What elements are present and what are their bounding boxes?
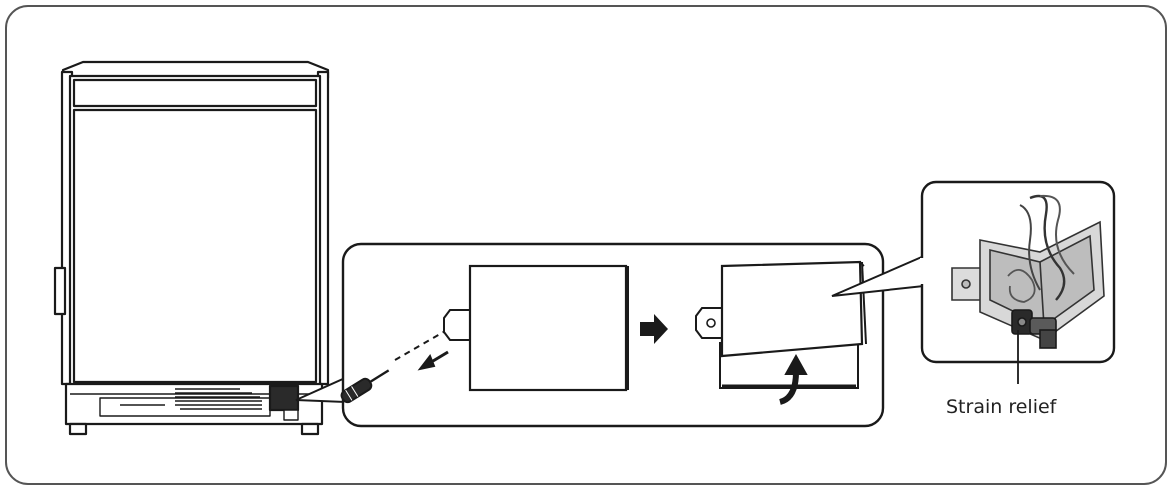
right-foot (300, 422, 320, 436)
junction-box-highlight (268, 384, 300, 412)
junction-box-photo (951, 194, 1105, 349)
left-foot (68, 422, 88, 436)
cover-tab-left (443, 309, 472, 341)
removal-arrow-icon (417, 350, 449, 371)
wires (1029, 194, 1066, 301)
strain-relief-clamp (1011, 309, 1057, 349)
step-arrow-icon (640, 314, 668, 344)
lift-arrow-icon (779, 353, 808, 405)
step-lift-cover (695, 260, 867, 405)
dishwasher-illustration (53, 60, 330, 436)
screwdriver-icon (340, 369, 390, 404)
cover-plate-lifted (720, 260, 864, 358)
strain-relief-inset (920, 180, 1116, 384)
step-remove-screw (340, 264, 629, 404)
detail-callout (295, 242, 925, 428)
dishwasher-side-bracket (53, 266, 67, 316)
base-vents (120, 388, 262, 410)
cover-plate-closed (468, 264, 628, 392)
outer-frame (5, 5, 1167, 485)
dishwasher-door-top (72, 78, 318, 108)
strain-relief-label: Strain relief (946, 396, 1057, 418)
dishwasher-door (72, 108, 318, 384)
junction-box-small (283, 409, 299, 421)
